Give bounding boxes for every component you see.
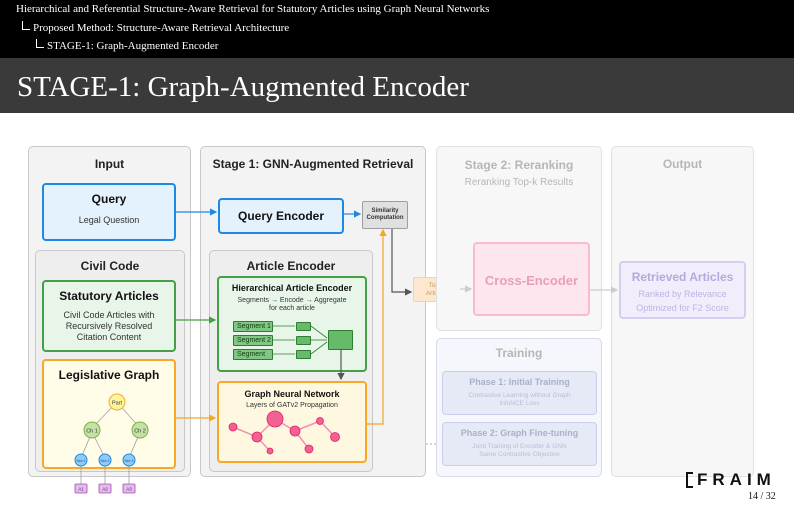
phase1-title: Phase 1: Initial Training — [469, 377, 570, 387]
article-embedding — [328, 330, 353, 350]
retrieved-articles-title: Retrieved Articles — [631, 270, 734, 284]
phase2-line-2: Same Contrastive Objective — [479, 451, 560, 458]
tree-section-node: Sec 2 — [98, 453, 112, 467]
output-title: Output — [662, 157, 703, 171]
hierarchical-encoder-title: Hierarchical Article Encoder — [231, 283, 353, 293]
stage2-title: Stage 2: Reranking — [464, 158, 574, 172]
tree-chapter-label: Ch 1 — [86, 429, 98, 435]
phase1-box: Phase 1: Initial Training Contrastive Le… — [442, 371, 597, 415]
query-title: Query — [91, 192, 127, 206]
retrieved-line-2: Optimized for F2 Score — [636, 303, 729, 313]
stage1-title: Stage 1: GNN-Augmented Retrieval — [212, 157, 414, 171]
tree-article-node: A3 — [122, 483, 136, 494]
retrieved-line-1: Ranked by Relevance — [638, 289, 727, 299]
phase2-title: Phase 2: Graph Fine-tuning — [460, 428, 579, 438]
segment-box: Segment 2 — [233, 335, 273, 346]
tree-article-label: A1 — [78, 487, 84, 492]
tree-branch-icon — [36, 39, 44, 48]
logo-bracket-icon — [686, 472, 693, 488]
tree-article-node: A2 — [98, 483, 112, 494]
gnn-graph-icon — [228, 410, 340, 455]
cross-encoder-box: Cross-Encoder — [473, 242, 590, 316]
hierarchical-desc-line-2: for each article — [269, 305, 315, 312]
segment-embedding — [296, 322, 311, 331]
statutory-desc-line-3: Citation Content — [76, 332, 142, 342]
tree-section-label: Sec 1 — [77, 459, 86, 463]
tree-root-node: Part — [108, 393, 126, 411]
tree-article-label: A3 — [126, 487, 132, 492]
tree-article-label: A2 — [102, 487, 108, 492]
gnn-title: Graph Neural Network — [244, 389, 340, 399]
slide-title: STAGE-1: Graph-Augmented Encoder — [17, 71, 469, 103]
gnn-subtitle: Layers of GATv2 Propagation — [246, 402, 338, 409]
beamer-header: Hierarchical and Referential Structure-A… — [0, 0, 794, 58]
phase1-line-2: InfoNCE Loss — [499, 400, 540, 407]
phase2-line-1: Joint Training of Encoder & GNN — [472, 443, 567, 450]
segment-embedding — [296, 336, 311, 345]
hierarchical-desc-line-1: Segments → Encode → Aggregate — [237, 297, 347, 304]
legislative-tree: Part Ch 1 Ch 2 Sec 1 Sec 2 Sec 3 A1 A2 — [74, 393, 149, 494]
tree-branch-icon — [22, 21, 30, 30]
article-encoder-title: Article Encoder — [246, 259, 336, 273]
tree-chapter-node: Ch 2 — [131, 421, 149, 439]
similarity-box: Similarity Computation — [362, 201, 408, 229]
tree-root-label: Part — [112, 401, 123, 407]
legislative-graph-title: Legislative Graph — [58, 368, 160, 382]
cross-encoder-title: Cross-Encoder — [484, 273, 579, 288]
civil-code-title: Civil Code — [80, 259, 140, 273]
input-panel-title: Input — [94, 157, 125, 171]
fraim-logo: FRAIM — [697, 470, 776, 489]
segment-embedding — [296, 350, 311, 359]
tree-chapter-node: Ch 1 — [83, 421, 101, 439]
tree-section-label: Sec 2 — [101, 459, 110, 463]
similarity-line-1: Similarity — [371, 208, 399, 214]
tree-section-node: Sec 3 — [122, 453, 136, 467]
similarity-line-2: Computation — [366, 215, 404, 221]
stage2-subtitle: Reranking Top-k Results — [464, 177, 574, 188]
segment-box: Segment 1 — [233, 321, 273, 332]
query-encoder-box: Query Encoder — [218, 198, 344, 234]
statutory-desc-line-2: Recursively Resolved — [65, 321, 153, 331]
section-title: Proposed Method: Structure-Aware Retriev… — [33, 22, 290, 34]
gnn-box: Graph Neural Network Layers of GATv2 Pro… — [217, 381, 367, 463]
page-number: 14 / 32 — [748, 491, 776, 502]
similarity-to-topk-arrow — [391, 229, 413, 296]
statutory-desc-line-1: Civil Code Articles with — [63, 310, 155, 320]
tree-section-label: Sec 3 — [125, 459, 134, 463]
tree-article-node: A1 — [74, 483, 88, 494]
statutory-articles-title: Statutory Articles — [59, 289, 159, 303]
legislative-graph-box: Legislative Graph — [42, 359, 176, 469]
training-title: Training — [495, 346, 543, 360]
tree-chapter-label: Ch 2 — [134, 429, 146, 435]
segment-box: Segment — [233, 349, 273, 360]
query-subtitle: Legal Question — [78, 215, 140, 225]
frame-title-bar: STAGE-1: Graph-Augmented Encoder — [0, 58, 794, 113]
query-encoder-title: Query Encoder — [237, 209, 325, 223]
tree-section-node: Sec 1 — [74, 453, 88, 467]
phase2-box: Phase 2: Graph Fine-tuning Joint Trainin… — [442, 422, 597, 466]
presentation-title: Hierarchical and Referential Structure-A… — [16, 3, 490, 15]
retrieved-articles-box: Retrieved Articles Ranked by Relevance O… — [619, 261, 746, 319]
statutory-articles-box: Statutory Articles Civil Code Articles w… — [42, 280, 176, 352]
query-box: Query Legal Question — [42, 183, 176, 241]
subsection-title: STAGE-1: Graph-Augmented Encoder — [47, 40, 219, 52]
phase1-line-1: Contrastive Learning without Graph — [468, 392, 571, 399]
gnn-to-similarity-arrow — [367, 228, 387, 425]
